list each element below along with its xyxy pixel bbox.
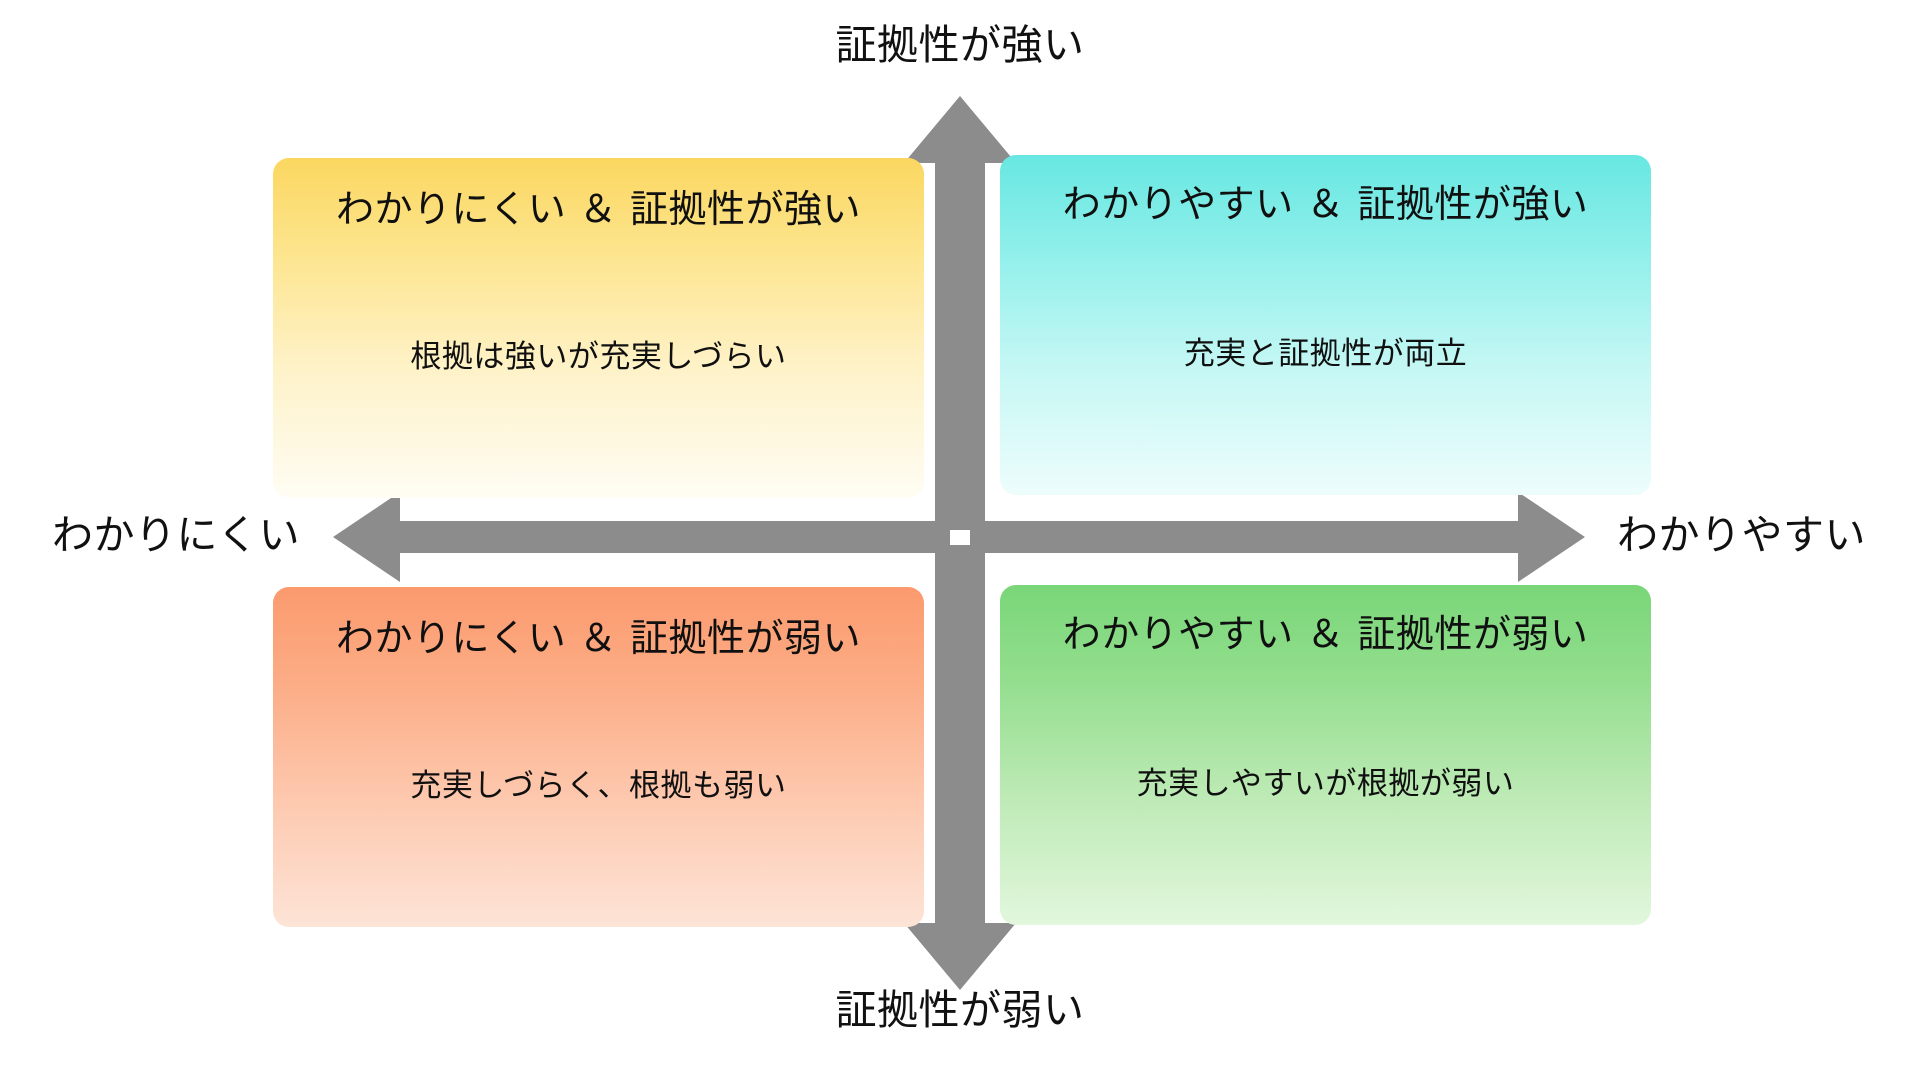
axis-label-right: わかりやすい	[1617, 511, 1866, 559]
horizontal-axis-arrow	[333, 492, 1585, 582]
quadrant-bottom-left-subtitle: 充実しづらく、根拠も弱い	[410, 768, 787, 804]
axis-label-top: 証拠性が強い	[835, 21, 1085, 69]
quadrant-top-left-subtitle: 根拠は強いが充実しづらい	[410, 339, 787, 375]
quadrant-bottom-right-subtitle: 充実しやすいが根拠が弱い	[1136, 766, 1515, 802]
quadrant-top-right-subtitle: 充実と証拠性が両立	[1183, 336, 1468, 372]
quadrant-top-left: わかりにくい ＆ 証拠性が強い 根拠は強いが充実しづらい	[273, 158, 924, 498]
quadrant-bottom-right: わかりやすい ＆ 証拠性が弱い 充実しやすいが根拠が弱い	[1000, 585, 1651, 925]
quadrant-top-right: わかりやすい ＆ 証拠性が強い 充実と証拠性が両立	[1000, 155, 1651, 495]
quadrant-top-right-title: わかりやすい ＆ 証拠性が強い	[1062, 182, 1589, 226]
quadrant-top-left-title: わかりにくい ＆ 証拠性が強い	[336, 187, 861, 231]
quadrant-bottom-right-title: わかりやすい ＆ 証拠性が弱い	[1062, 612, 1589, 656]
quadrant-bottom-left: わかりにくい ＆ 証拠性が弱い 充実しづらく、根拠も弱い	[273, 587, 924, 927]
axis-label-bottom: 証拠性が弱い	[835, 986, 1085, 1034]
axis-label-left: わかりにくい	[52, 511, 301, 559]
quadrant-bottom-left-title: わかりにくい ＆ 証拠性が弱い	[336, 616, 861, 660]
